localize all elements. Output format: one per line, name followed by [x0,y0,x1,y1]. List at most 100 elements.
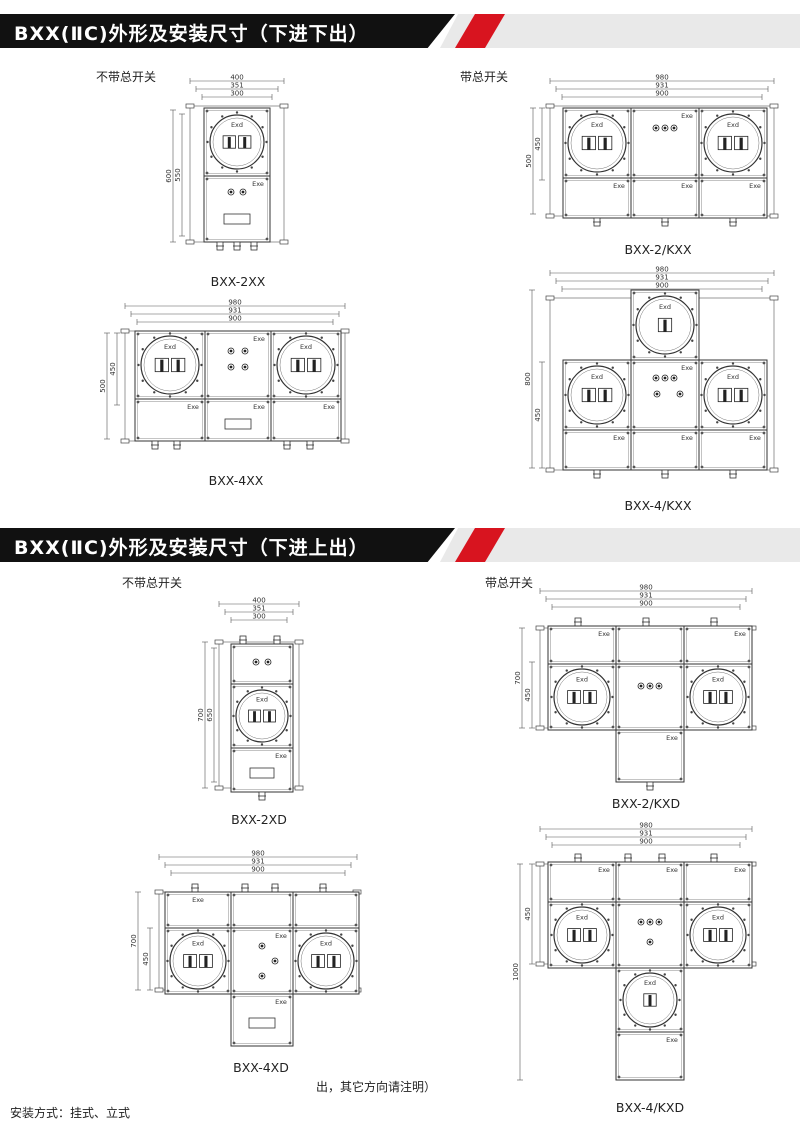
dimension-label: 931 [639,592,652,600]
bolt-icon [716,114,719,117]
dimension-label: 700 [130,934,138,947]
dimension-label: 450 [109,362,117,375]
bolt-icon [700,173,704,177]
bolt-icon [759,126,762,129]
bolt-icon [184,336,187,339]
bolt-icon [565,669,568,672]
switch-handle-icon [572,691,576,704]
bolt-icon [747,421,750,424]
bolt-icon [340,933,343,936]
bolt-icon [607,949,610,952]
indicator-lamp-icon [260,974,264,978]
bolt-icon [685,897,689,901]
enclosure-mark: Exe [192,896,204,904]
exd-cover-ring [692,671,744,723]
bolt-icon [679,903,683,907]
enclosure-box [615,901,685,969]
bolt-icon [166,923,170,927]
dimension-label: 700 [514,671,522,684]
bolt-icon [196,348,199,351]
dimension-label: 900 [655,282,668,290]
switch-handle-icon [312,359,316,372]
exd-cover [689,668,747,726]
enclosure-flange [633,362,697,428]
section-title: BXX(ⅡC)外形及安装尺寸（下进上出） [14,537,369,559]
enclosure-flange [233,894,291,926]
bolt-icon [759,378,762,381]
exd-cover-ring [556,909,608,961]
enclosure-mark: Exe [666,866,678,874]
bolt-icon [617,659,621,663]
bolt-icon [309,933,312,936]
bolt-icon [205,237,209,241]
bolt-icon [731,110,735,113]
bolt-icon [648,1028,652,1031]
bolt-icon [565,960,568,963]
exd-cover [235,689,289,743]
dimension-label: 931 [251,858,264,866]
mounting-lug-icon [185,103,195,109]
mounting-lug-icon [120,438,130,444]
bolt-icon [691,308,694,311]
indicator-lamp-icon [655,392,659,396]
bolt-icon [743,711,746,714]
bolt-icon [266,394,270,398]
bolt-icon [632,431,636,435]
bolt-icon [747,963,751,967]
enclosure-mark: Exd [576,914,588,922]
indicator-lamp-icon [648,684,652,688]
bolt-icon [695,323,698,327]
enclosure-mark: Exd [576,676,588,684]
bolt-icon [227,959,230,963]
enclosure-mark: Exe [749,182,761,190]
mounting-lug-icon [120,328,130,334]
bolt-icon [747,665,751,669]
bolt-icon [716,903,720,906]
enclosure-flange [233,930,291,992]
bolt-icon [700,213,704,217]
enclosure-flange [295,894,357,926]
bolt-icon [354,989,358,993]
exd-cover [553,668,611,726]
bolt-icon [549,725,553,729]
bolt-icon [153,336,156,339]
bolt-icon [294,923,298,927]
exd-cover [689,906,747,964]
mounting-lug-icon [279,103,289,109]
bolt-icon [246,739,249,742]
bolt-icon [648,969,652,972]
bolt-icon [731,362,735,365]
dimension-label: 351 [230,82,243,90]
nameplate [248,1017,276,1029]
bolt-icon [336,363,339,367]
bolt-icon [674,984,677,987]
enclosure-box [630,107,700,179]
bolt-icon [632,173,636,177]
bolt-icon [232,995,236,999]
bolt-icon [260,743,264,746]
enclosure-mark: Exe [187,403,199,411]
bolt-icon [732,669,735,672]
enclosure-mark: Exe [681,434,693,442]
indicator-lamp-icon [672,376,676,380]
bolt-icon [200,363,203,367]
bolt-icon [690,680,693,683]
switch-handle-icon [587,389,591,402]
bolt-icon [223,944,226,947]
bolt-icon [141,379,144,382]
bolt-icon [626,431,630,435]
bolt-icon [166,959,169,963]
exd-cover-ring [238,692,286,740]
bolt-icon [623,409,626,412]
exd-cover-ring [172,935,224,987]
switch-handle-icon [268,711,271,722]
bolt-icon [611,963,615,967]
bolt-icon [580,964,584,967]
bolt-icon [623,126,626,129]
switch-handle-icon [332,955,336,968]
bolt-icon [324,929,328,932]
enclosure-flange [550,864,614,900]
enclosure-mark: Exe [253,403,265,411]
